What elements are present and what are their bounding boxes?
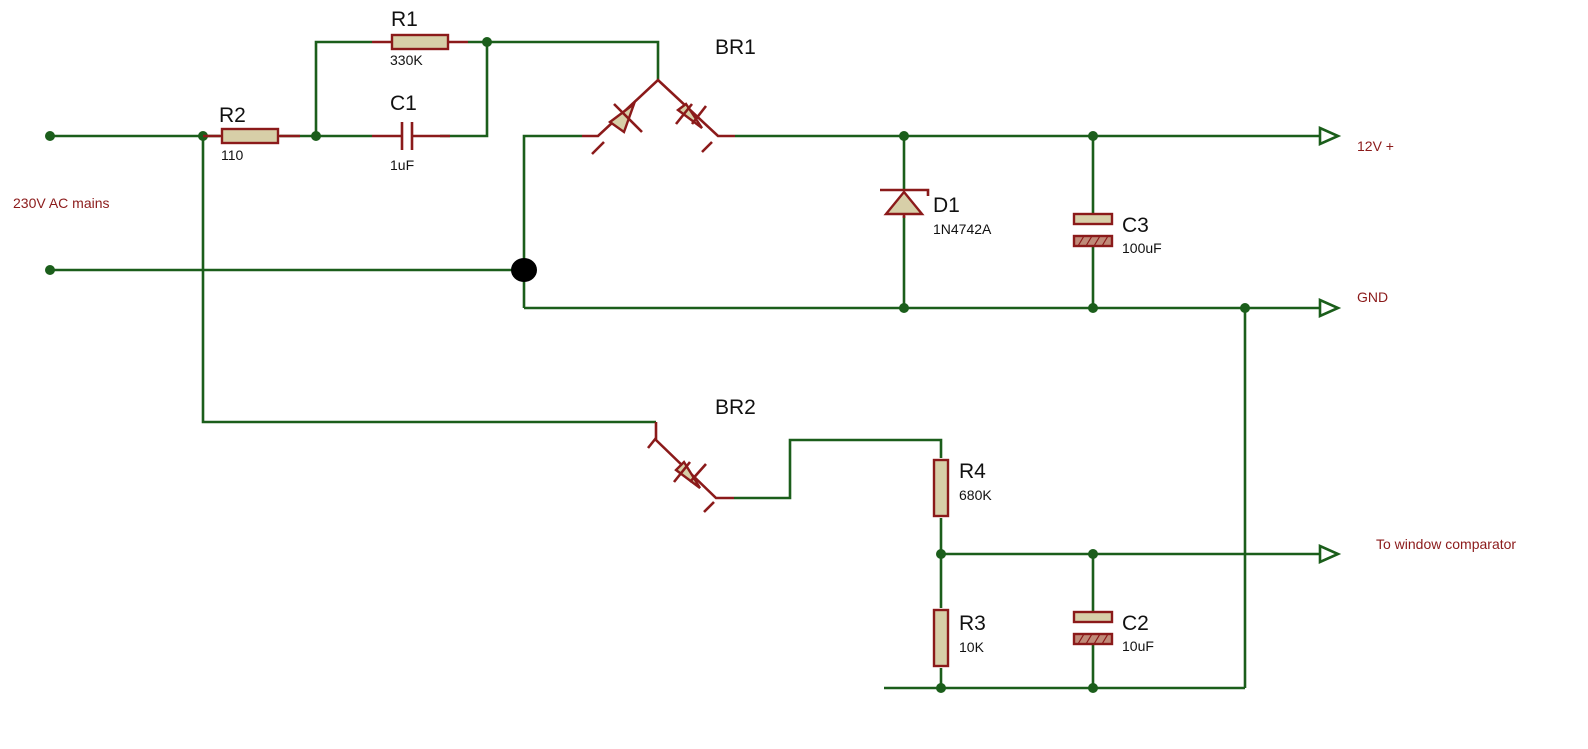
r3-ref: R3	[959, 612, 986, 635]
d1-zener-diode-icon	[880, 188, 930, 218]
wires	[50, 40, 1320, 690]
large-junction-dot	[511, 258, 537, 282]
r2-ref: R2	[219, 104, 246, 127]
c1-value: 1uF	[390, 157, 414, 173]
r4-ref: R4	[959, 460, 986, 483]
net-label-12v: 12V +	[1357, 138, 1394, 154]
junction-dots	[45, 37, 1250, 693]
r4-value: 680K	[959, 487, 992, 503]
br2-ref: BR2	[715, 396, 756, 419]
net-label-ac-mains: 230V AC mains	[13, 195, 110, 211]
r4-resistor-icon	[932, 458, 950, 518]
br2-diode-icon	[646, 422, 734, 513]
r2-value: 110	[221, 147, 244, 163]
r1-value: 330K	[390, 52, 423, 68]
d1-value: 1N4742A	[933, 221, 992, 237]
c3-polarized-capacitor-icon	[1072, 212, 1114, 248]
br1-diode-icon	[582, 78, 735, 155]
c2-polarized-capacitor-icon	[1072, 610, 1114, 646]
br1-ref: BR1	[715, 36, 756, 59]
net-label-gnd: GND	[1357, 289, 1388, 305]
net-label-comparator: To window comparator	[1376, 536, 1516, 552]
d1-ref: D1	[933, 194, 960, 217]
c2-value: 10uF	[1122, 638, 1154, 654]
r3-resistor-icon	[932, 608, 950, 668]
c1-ref: C1	[390, 92, 417, 115]
c1-capacitor-icon	[372, 122, 450, 150]
r1-resistor-icon	[372, 33, 468, 51]
c3-ref: C3	[1122, 214, 1149, 237]
c2-ref: C2	[1122, 612, 1149, 635]
terminal-arrow-icon	[1318, 125, 1342, 565]
c3-value: 100uF	[1122, 240, 1162, 256]
r3-value: 10K	[959, 639, 985, 655]
r1-ref: R1	[391, 8, 418, 31]
r2-resistor-icon	[203, 127, 300, 145]
